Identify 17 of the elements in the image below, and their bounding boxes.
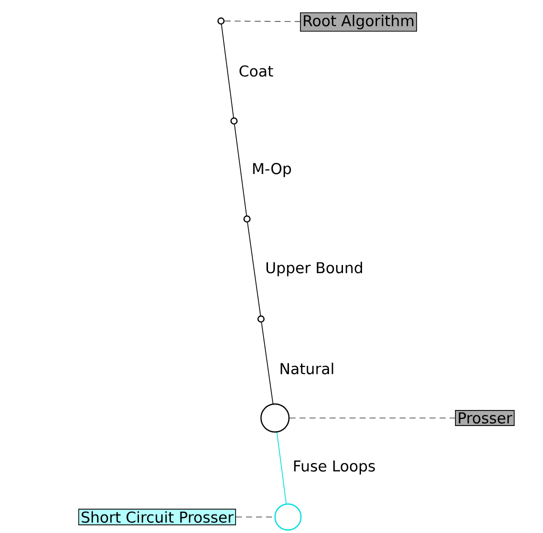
edge-label: Coat <box>238 64 274 78</box>
label-box: Short Circuit Prosser <box>78 508 236 526</box>
connector-line <box>276 432 287 504</box>
edge-label: M-Op <box>250 162 293 178</box>
connector-line <box>261 322 274 404</box>
edge-label: Natural <box>278 362 336 376</box>
edge-label: Upper Bound <box>264 260 364 278</box>
dashed-line <box>224 20 300 22</box>
dashed-line <box>236 516 275 518</box>
connector-line <box>221 24 234 118</box>
edge-label: Fuse Loops <box>292 459 377 476</box>
label-box: Prosser <box>455 410 515 426</box>
connector-line <box>234 124 247 216</box>
label-box: Root Algorithm <box>300 12 418 32</box>
connector-line <box>247 222 261 316</box>
tree-node <box>260 403 290 433</box>
tree-node <box>274 503 302 531</box>
